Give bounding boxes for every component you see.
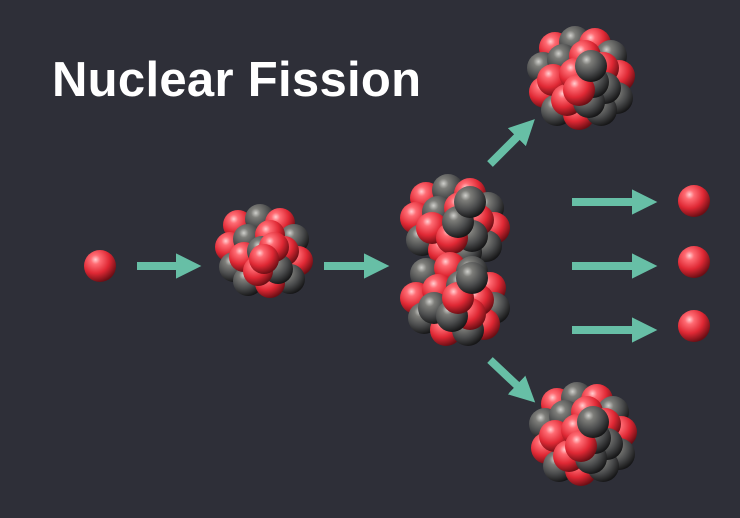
proton-ball [678, 185, 710, 217]
neutron-ball [577, 406, 609, 438]
neutron-ball [456, 262, 488, 294]
neutron-ball [575, 50, 607, 82]
proton-ball [84, 250, 116, 282]
page-title: Nuclear Fission [52, 53, 422, 107]
released-neutron-1-icon [678, 185, 710, 217]
proton-ball [249, 244, 279, 274]
proton-ball [678, 246, 710, 278]
unstable-nucleus-icon [400, 174, 510, 346]
neutron-ball [454, 186, 486, 218]
proton-ball [565, 430, 597, 462]
fission-fragment-bottom-icon [529, 382, 637, 486]
fission-fragment-top-icon [527, 26, 635, 130]
arrow-to-top-fragment [487, 119, 535, 167]
proton-ball [563, 74, 595, 106]
target-nucleus-icon [215, 204, 313, 298]
arrow-to-bottom-fragment [487, 357, 536, 403]
incoming-neutron-icon [84, 250, 116, 282]
released-neutron-3-icon [678, 310, 710, 342]
proton-ball [678, 310, 710, 342]
released-neutron-2-icon [678, 246, 710, 278]
